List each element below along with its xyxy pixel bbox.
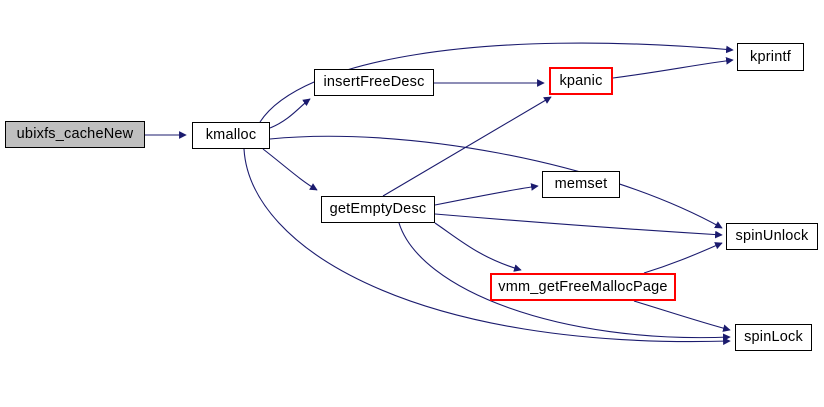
edge-kmalloc-to-spinUnlock (269, 135, 723, 229)
node-insertFreeDesc[interactable]: insertFreeDesc (314, 69, 434, 96)
node-ubixfs_cacheNew[interactable]: ubixfs_cacheNew (5, 121, 145, 148)
edge-kpanic-to-kprintf (612, 57, 734, 79)
edge-getEmptyDesc-to-memset (434, 183, 539, 206)
node-vmm_getFreeMallocPage[interactable]: vmm_getFreeMallocPage (490, 273, 676, 301)
edge-kmalloc-to-getEmptyDesc (262, 148, 318, 191)
node-kpanic[interactable]: kpanic (549, 67, 613, 95)
node-kprintf[interactable]: kprintf (737, 43, 804, 71)
node-memset[interactable]: memset (542, 171, 620, 198)
node-label-kmalloc: kmalloc (205, 127, 257, 144)
edge-getEmptyDesc-to-vmm_getFreeMallocPage (434, 222, 522, 272)
edge-getEmptyDesc-to-spinUnlock (434, 213, 723, 239)
node-getEmptyDesc[interactable]: getEmptyDesc (321, 196, 435, 223)
node-label-ubixfs_cacheNew: ubixfs_cacheNew (16, 126, 134, 143)
edge-kmalloc-to-spinLock (243, 148, 731, 346)
node-label-kpanic: kpanic (559, 72, 603, 89)
node-label-insertFreeDesc: insertFreeDesc (323, 74, 425, 91)
node-label-spinLock: spinLock (744, 329, 803, 346)
node-spinLock[interactable]: spinLock (735, 324, 812, 351)
node-label-spinUnlock: spinUnlock (735, 228, 809, 245)
edge-getEmptyDesc-to-spinLock (398, 222, 731, 342)
node-kmalloc[interactable]: kmalloc (192, 122, 270, 149)
node-spinUnlock[interactable]: spinUnlock (726, 223, 818, 250)
edge-vmm_getFreeMallocPage-to-spinUnlock (643, 242, 723, 274)
edge-kmalloc-to-kprintf (259, 42, 734, 123)
edge-getEmptyDesc-to-kpanic (382, 96, 552, 197)
node-label-vmm_getFreeMallocPage: vmm_getFreeMallocPage (498, 278, 668, 295)
node-label-memset: memset (554, 176, 608, 193)
node-label-getEmptyDesc: getEmptyDesc (329, 201, 427, 218)
edge-kmalloc-to-insertFreeDesc (269, 98, 311, 129)
edge-vmm_getFreeMallocPage-to-spinLock (633, 300, 731, 332)
edge-group (145, 42, 734, 346)
node-label-kprintf: kprintf (750, 48, 791, 65)
